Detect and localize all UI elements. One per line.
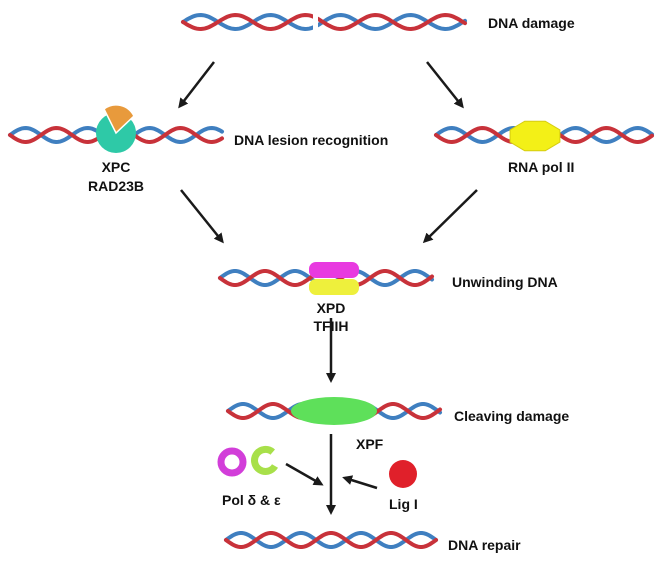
arrow-to-rna-pol <box>426 61 464 109</box>
arrows <box>178 61 478 515</box>
protein-label-xpf: XPF <box>356 436 384 452</box>
protein-label-tfiih: TFIIH <box>313 318 349 334</box>
arrow-xpc-to-unwinding <box>180 189 224 244</box>
protein-label-lig-i: Lig I <box>389 496 418 512</box>
arrow-to-xpc <box>178 61 215 109</box>
arrow-lig-in <box>342 475 378 490</box>
step-label-dna-damage: DNA damage <box>488 15 575 31</box>
protein-label-xpc: XPC <box>101 159 131 175</box>
step-label-unwinding-dna: Unwinding DNA <box>452 274 558 290</box>
proteins <box>96 104 561 488</box>
arrow-pol-in <box>285 462 324 486</box>
rna-pol-ii-protein <box>509 120 561 152</box>
pol-delta-ring <box>217 447 247 477</box>
strand-blue <box>224 531 438 549</box>
protein-label-pol-delta-epsilon: Pol δ & ε <box>222 492 281 508</box>
rad23b-cap <box>103 104 135 135</box>
xpd-protein <box>309 262 359 278</box>
strand-red <box>181 12 467 32</box>
dna-helix-damaged <box>181 12 467 32</box>
protein-label-xpd: XPD <box>316 300 346 316</box>
xpf-protein <box>291 397 377 425</box>
step-label-lesion-recognition: DNA lesion recognition <box>234 132 389 148</box>
lig-i-protein <box>389 460 417 488</box>
tfiih-protein <box>309 279 359 295</box>
protein-label-rad23b: RAD23B <box>87 178 144 194</box>
pol-epsilon-ring <box>251 445 279 475</box>
step-label-dna-repair: DNA repair <box>448 537 521 553</box>
step-label-cleaving-damage: Cleaving damage <box>454 408 570 424</box>
strand-red <box>224 531 438 549</box>
protein-label-rna-pol-ii: RNA pol II <box>508 159 575 175</box>
arrow-rna-pol-to-unwinding <box>422 189 478 244</box>
dna-helix-repaired <box>224 531 438 549</box>
lesion-gap <box>313 14 318 30</box>
